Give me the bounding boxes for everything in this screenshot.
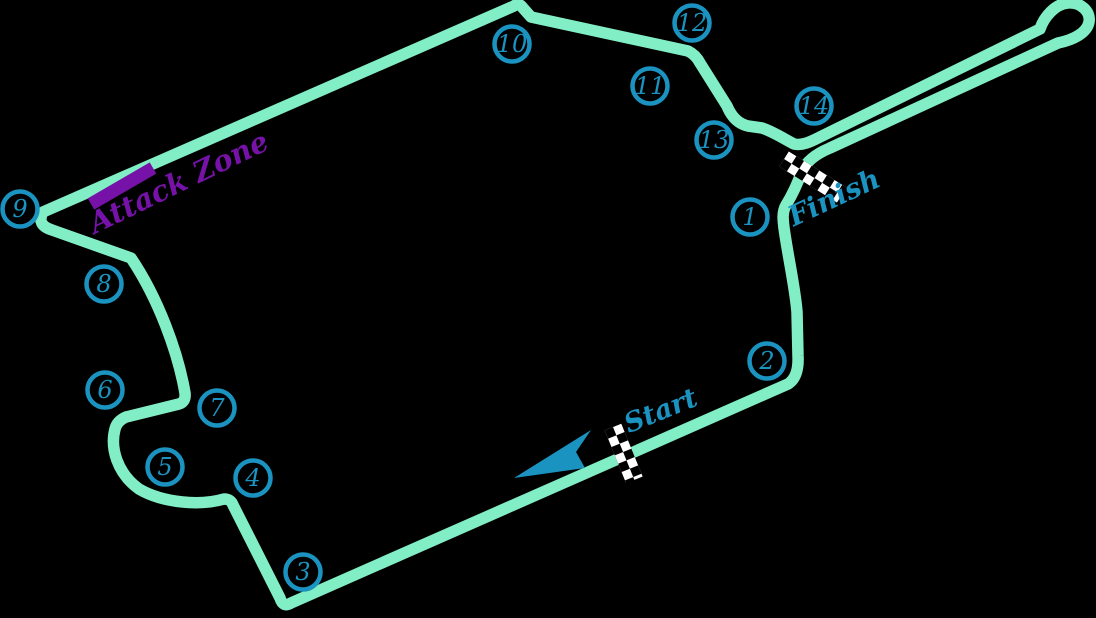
turn-marker-ring: [0, 189, 40, 229]
turn-marker-1: 1: [730, 197, 770, 237]
turn-marker-10: 10: [492, 24, 532, 64]
turn-number: 3: [295, 558, 310, 586]
turn-marker-ring: [672, 3, 712, 43]
direction-arrow-icon: [514, 430, 591, 478]
turn-number: 10: [497, 30, 528, 58]
turn-number: 12: [677, 9, 708, 37]
turn-number: 6: [97, 376, 112, 404]
turn-marker-ring: [84, 264, 124, 304]
turn-marker-12: 12: [672, 3, 712, 43]
turn-number: 13: [699, 126, 730, 154]
turn-marker-8: 8: [84, 264, 124, 304]
track-outline: [35, 0, 1095, 611]
turn-marker-11: 11: [630, 66, 670, 106]
turn-number: 7: [209, 394, 225, 422]
turn-marker-ring: [747, 341, 787, 381]
turn-marker-3: 3: [283, 552, 323, 592]
turn-marker-ring: [283, 552, 323, 592]
turn-marker-4: 4: [233, 458, 273, 498]
turn-marker-ring: [233, 458, 273, 498]
turn-number: 8: [96, 270, 111, 298]
turn-number: 2: [758, 347, 774, 375]
turn-marker-7: 7: [197, 388, 237, 428]
turn-marker-ring: [630, 66, 670, 106]
turn-marker-ring: [730, 197, 770, 237]
turn-marker-ring: [794, 86, 834, 126]
turn-marker-6: 6: [85, 370, 125, 410]
start-line-checkers: [604, 423, 643, 484]
turn-marker-ring: [85, 370, 125, 410]
turn-number: 5: [157, 453, 172, 481]
turn-marker-2: 2: [747, 341, 787, 381]
finish-line-checkers: [779, 151, 847, 203]
turn-marker-ring: [694, 120, 734, 160]
turn-marker-9: 9: [0, 189, 40, 229]
attack-zone-band: [87, 162, 157, 210]
turn-number: 9: [12, 195, 27, 223]
turn-marker-ring: [197, 388, 237, 428]
turn-marker-ring: [145, 447, 185, 487]
turn-number: 4: [244, 464, 260, 492]
turn-number: 1: [742, 203, 757, 231]
turn-marker-13: 13: [694, 120, 734, 160]
turn-number: 11: [635, 72, 666, 100]
turn-number: 14: [799, 92, 830, 120]
turn-marker-14: 14: [794, 86, 834, 126]
turn-marker-5: 5: [145, 447, 185, 487]
turn-marker-ring: [492, 24, 532, 64]
